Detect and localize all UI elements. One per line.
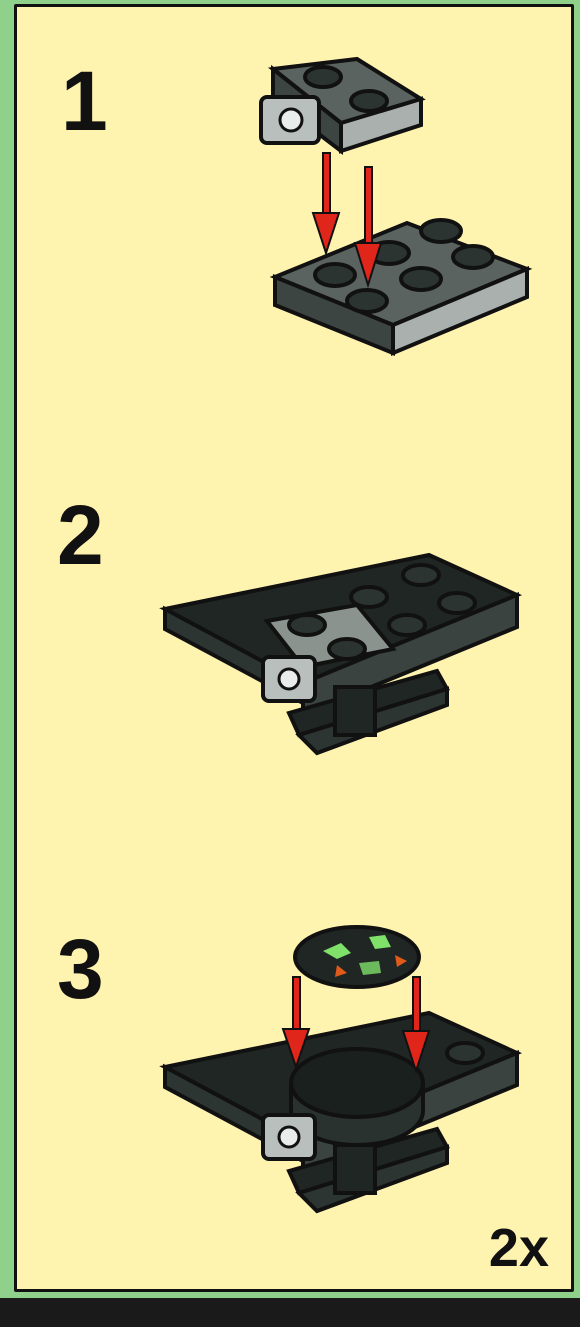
round-tile	[295, 927, 419, 987]
plate-2x3	[275, 220, 527, 353]
quantity-label: 2x	[489, 1217, 549, 1279]
wedge-plate-assembly	[165, 555, 517, 753]
instruction-panel: 1 2 3	[14, 4, 574, 1292]
wedge-plate-assembly	[165, 1013, 517, 1211]
step-2-illustration	[17, 477, 577, 897]
instruction-page: 1 2 3	[0, 0, 580, 1298]
plate-with-clip	[261, 59, 421, 151]
step-1-illustration	[17, 7, 577, 427]
arrow-down-icon	[313, 153, 339, 253]
